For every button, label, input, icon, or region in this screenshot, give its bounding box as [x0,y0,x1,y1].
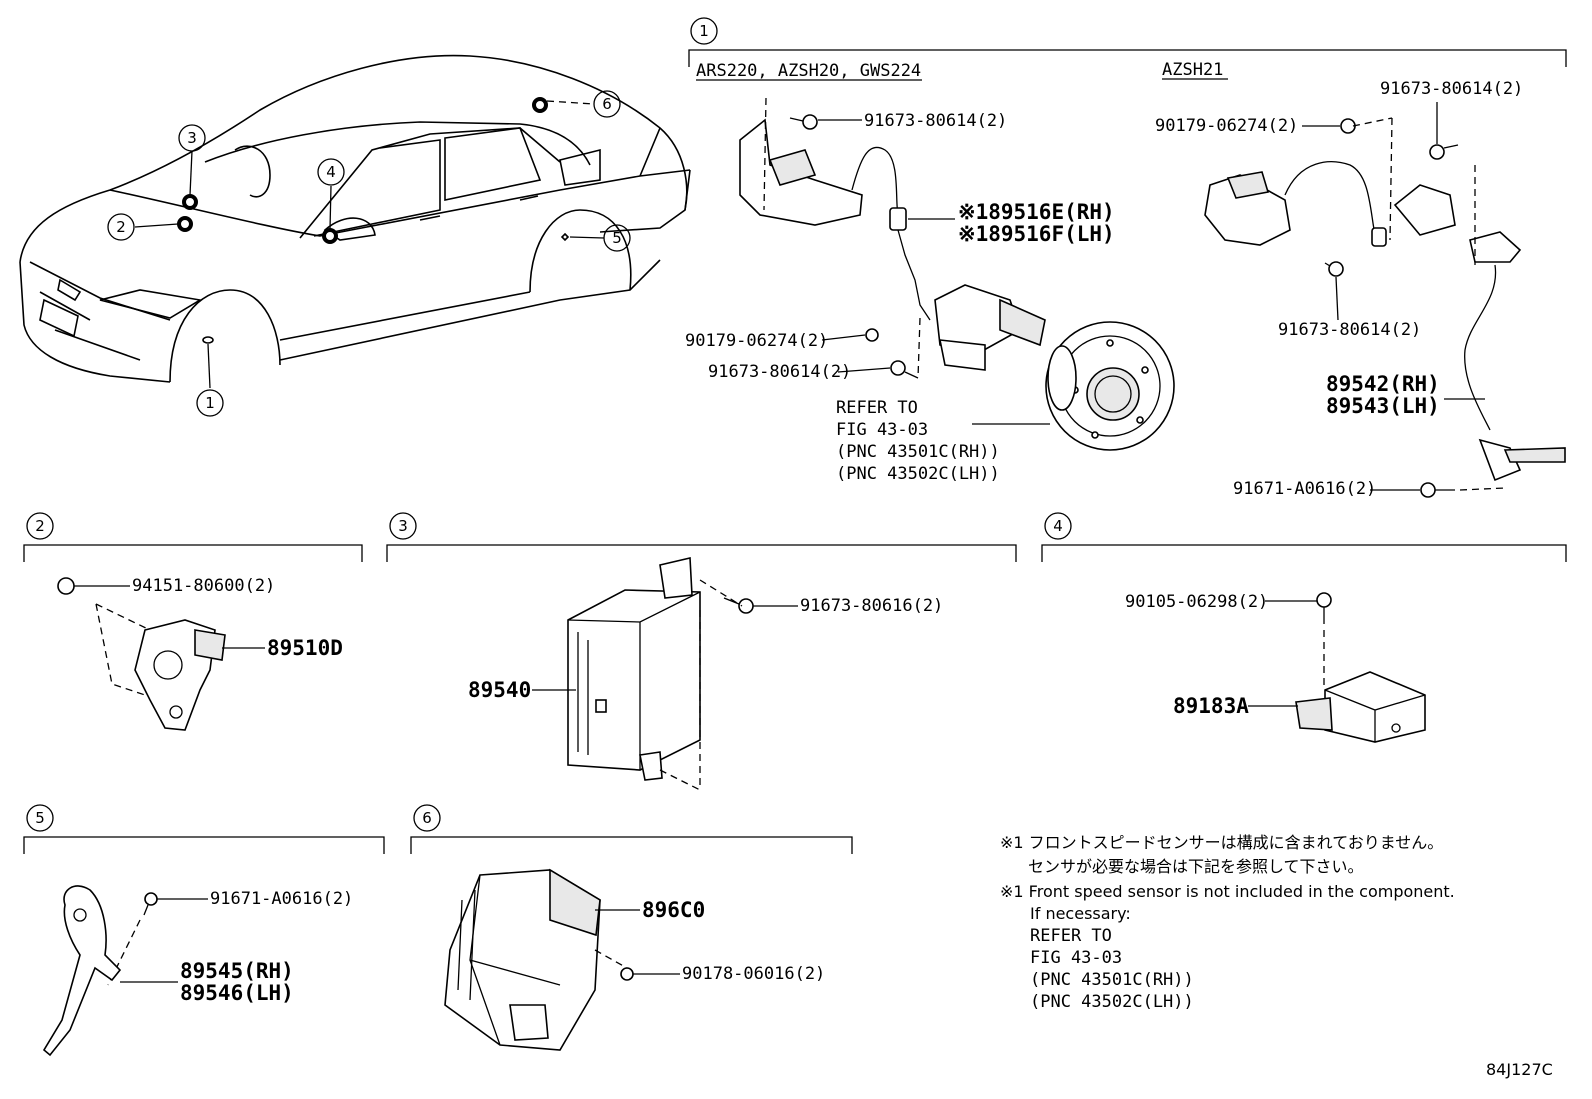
note-ref-line-3: (PNC 43501C(RH)) [1030,970,1194,990]
svg-text:4: 4 [1053,517,1063,535]
label-part-89510D[interactable]: 89510D [267,636,343,660]
section-6-callout[interactable]: 6 [413,804,441,832]
label-bolt-91673-80614-top[interactable]: 91673-80614(2) [864,111,1007,131]
section-5: 5 91671-A0616(2) 89545(RH) 89546(LH) [23,804,385,1057]
refer-line-1: REFER TO [836,398,918,418]
label-nut-90179-06274-b[interactable]: 90179-06274(2) [1155,116,1298,136]
note-en-line-1: ※1 Front speed sensor is not included in… [1000,882,1455,901]
refer-line-4: (PNC 43502C(LH)) [836,464,1000,484]
svg-text:2: 2 [35,517,45,535]
svg-text:1: 1 [699,22,709,40]
label-bolt-91673-80614-b-top[interactable]: 91673-80614(2) [1380,79,1523,99]
svg-text:1: 1 [205,394,215,412]
label-bolt-91671-A0616-5[interactable]: 91671-A0616(2) [210,889,353,909]
svg-text:3: 3 [398,517,408,535]
svg-text:5: 5 [612,229,622,247]
note-ref-line-1: REFER TO [1030,926,1112,946]
callout-circle-3-car[interactable]: 3 [178,124,206,152]
car-callouts [134,97,605,389]
label-sensor-89543[interactable]: 89543(LH) [1326,394,1440,418]
svg-text:6: 6 [422,809,432,827]
note-ref-line-2: FIG 43-03 [1030,948,1122,968]
label-bolt-91671-A0616-b[interactable]: 91671-A0616(2) [1233,479,1376,499]
hotspot-4 [322,228,338,244]
hotspot-2 [177,216,193,232]
callout-circle-1-car[interactable]: 1 [196,389,224,417]
footnotes: ※1 フロントスピードセンサーは構成に含まれておりません。 センサが必要な場合は… [1000,833,1455,1012]
nut-icon [57,577,75,595]
bolt-icon [890,360,919,379]
section-1-callout[interactable]: 1 [690,17,718,45]
section-4-callout[interactable]: 4 [1044,512,1072,540]
hotspot-5 [560,232,570,242]
svg-text:2: 2 [116,218,126,236]
nut-icon [865,328,879,342]
bolt-icon [1316,592,1332,624]
nut-icon [620,967,634,981]
label-part-89183A[interactable]: 89183A [1173,694,1249,718]
sensor-89510D[interactable] [134,619,226,731]
bolt-icon [1429,144,1459,160]
section-4: 4 90105-06298(2) 89183A [1041,512,1567,743]
bolt-icon [1420,482,1455,498]
label-nut-90178-06016[interactable]: 90178-06016(2) [682,964,825,984]
label-bolt-91673-80614-b-mid[interactable]: 91673-80614(2) [1278,320,1421,340]
label-part-89546[interactable]: 89546(LH) [180,981,294,1005]
callout-circle-5-car[interactable]: 5 [603,224,631,252]
label-nut-90179-06274-a[interactable]: 90179-06274(2) [685,331,828,351]
sensor-89545[interactable] [42,885,122,1057]
svg-text:3: 3 [187,129,197,147]
svg-text:6: 6 [602,95,612,113]
section-3: 3 91673-80616(2) 89540 [386,512,1017,791]
label-part-896C0[interactable]: 896C0 [642,898,705,922]
note-en-line-2: If necessary: [1030,904,1131,923]
section-2: 2 94151-80600(2) 89510D [23,512,363,731]
label-sensor-89516E[interactable]: ※189516E(RH) [958,200,1115,224]
wheel-hub[interactable] [1045,321,1175,451]
section-6: 6 896C0 90178-06016(2) [410,804,853,1051]
bolt-icon [789,114,818,130]
nut-icon [1340,118,1356,134]
hotspot-6 [532,97,548,113]
label-nut-94151-80600[interactable]: 94151-80600(2) [132,576,275,596]
ecu-89540[interactable] [567,557,701,781]
label-bolt-90105-06298[interactable]: 90105-06298(2) [1125,592,1268,612]
hotspot-1 [202,336,214,344]
svg-text:5: 5 [35,809,45,827]
note-jp-line-2: センサが必要な場合は下記を参照して下さい。 [1028,857,1364,876]
label-sensor-89542[interactable]: 89542(RH) [1326,372,1440,396]
refer-line-2: FIG 43-03 [836,420,928,440]
callout-circle-4-car[interactable]: 4 [317,158,345,186]
front-sensor-harness-a[interactable] [739,118,1046,371]
label-bolt-91673-80614-bottom[interactable]: 91673-80614(2) [708,362,851,382]
note-jp-line-1: ※1 フロントスピードセンサーは構成に含まれておりません。 [1000,833,1443,852]
label-part-89540[interactable]: 89540 [468,678,531,702]
label-sensor-89516F[interactable]: ※189516F(LH) [958,222,1115,246]
module-896C0[interactable] [444,868,601,1051]
rear-sensor-harness-b[interactable] [1204,161,1566,482]
bolt-icon [143,892,158,916]
callout-circle-2-car[interactable]: 2 [107,213,135,241]
car-illustration [19,54,691,383]
section-2-callout[interactable]: 2 [26,512,54,540]
bolt-icon [1324,261,1344,277]
bolt-icon [723,597,754,614]
hotspot-3 [182,194,198,210]
refer-line-3: (PNC 43501C(RH)) [836,442,1000,462]
svg-text:4: 4 [326,163,336,181]
callout-circle-6-car[interactable]: 6 [593,90,621,118]
section-1: 1 ARS220, AZSH20, GWS224 AZSH21 [685,17,1567,499]
section-3-callout[interactable]: 3 [389,512,417,540]
section-5-callout[interactable]: 5 [26,804,54,832]
label-part-89545[interactable]: 89545(RH) [180,959,294,983]
variant-label-ars220: ARS220, AZSH20, GWS224 [696,61,921,81]
figure-code: 84J127C [1486,1060,1553,1079]
sensor-89183A[interactable] [1295,671,1426,743]
variant-label-azsh21: AZSH21 [1162,60,1223,80]
note-ref-line-4: (PNC 43502C(LH)) [1030,992,1194,1012]
label-bolt-91673-80616[interactable]: 91673-80616(2) [800,596,943,616]
